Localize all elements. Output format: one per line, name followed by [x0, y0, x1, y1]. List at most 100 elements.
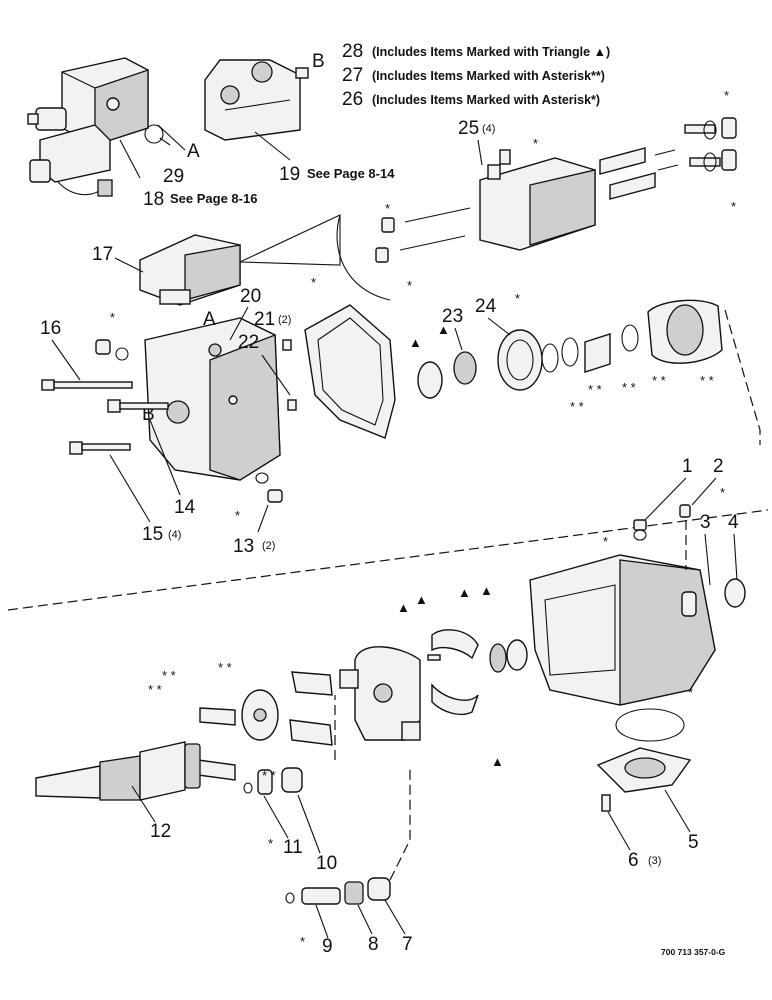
pump-control-drawing	[204, 59, 309, 141]
detail-pointer	[239, 214, 341, 266]
asterisk-9: *	[300, 934, 305, 949]
triangle-bearing-1: ▲	[409, 335, 422, 350]
asterisk-gasket: *	[311, 275, 316, 290]
valve-body-detail-drawing	[375, 117, 737, 263]
legend-27-text: (Includes Items Marked with Asterisk**)	[372, 69, 605, 83]
legend-26-number: 26	[342, 89, 363, 110]
asterisk-oring: *	[688, 685, 693, 700]
reference-18-see-page: See Page 8-16	[170, 191, 257, 206]
leader-19	[254, 131, 291, 161]
callout-3: 3	[700, 512, 711, 533]
double-asterisk-5: * *	[700, 373, 714, 388]
port-b-label-upper: B	[312, 51, 325, 72]
double-asterisk-servo-4: * *	[262, 768, 276, 783]
asterisk-2: *	[720, 485, 725, 500]
callout-20: 20	[240, 286, 261, 307]
leader-25	[477, 139, 483, 166]
callout-16: 16	[40, 318, 61, 339]
saddle-bearings-drawing	[427, 629, 528, 716]
leader-17	[114, 257, 144, 273]
drive-shaft-drawing	[35, 741, 201, 801]
port-a-label-upper: A	[187, 141, 200, 162]
plug-13	[255, 472, 283, 503]
asterisk-detail-4: *	[385, 201, 390, 216]
cylinder-spring-set-drawing	[541, 299, 723, 373]
port-block-drawing	[144, 317, 281, 481]
triangle-saddle-4: ▲	[480, 583, 493, 598]
leader-6	[607, 811, 631, 851]
bolt-16	[41, 379, 133, 391]
callout-14: 14	[174, 497, 196, 518]
callout-13-quantity: (2)	[262, 540, 275, 552]
callout-7: 7	[402, 934, 413, 955]
double-asterisk-4: * *	[652, 373, 666, 388]
leader-2	[691, 477, 717, 506]
legend-26-text: (Includes Items Marked with Asterisk*)	[372, 93, 600, 107]
leader-9	[315, 904, 329, 939]
triangle-saddle-3: ▲	[458, 585, 471, 600]
leader-5	[664, 789, 691, 833]
callout-19: 19	[279, 164, 300, 185]
pin-21	[282, 339, 292, 351]
leader-1	[644, 477, 687, 521]
servo-parts-drawing	[197, 671, 333, 795]
callout-5: 5	[688, 832, 699, 853]
leader-29	[159, 137, 171, 146]
triangle-saddle-2: ▲	[415, 592, 428, 607]
bolt-14	[107, 399, 169, 413]
leader-12	[131, 785, 156, 823]
double-asterisk-servo-2: * *	[148, 682, 162, 697]
plug-16-area	[95, 339, 129, 361]
leader-11	[263, 795, 289, 839]
leader-20	[229, 306, 249, 341]
callout-10: 10	[316, 853, 337, 874]
callout-9: 9	[322, 936, 333, 957]
leader-8	[357, 904, 373, 935]
callout-29: 29	[163, 166, 184, 187]
reference-19-see-page: See Page 8-14	[307, 166, 395, 181]
callout-4: 4	[728, 512, 739, 533]
pump-housing-drawing	[529, 504, 746, 812]
triangle-bearing-2: ▲	[437, 322, 450, 337]
leader-18	[119, 139, 141, 179]
callout-1: 1	[682, 456, 693, 477]
callout-15-quantity: (4)	[168, 529, 181, 541]
legend-28-number: 28	[342, 41, 363, 62]
callout-25-quantity: (4)	[482, 123, 495, 135]
callout-12: 12	[150, 821, 171, 842]
detail-arc	[336, 214, 391, 301]
asterisk-1: *	[603, 534, 608, 549]
callout-21-quantity: (2)	[278, 314, 291, 326]
servo-piston-drawing	[285, 877, 391, 905]
callout-22: 22	[238, 332, 259, 353]
asterisk-13: *	[235, 508, 240, 523]
legend: 28 (Includes Items Marked with Triangle …	[342, 41, 610, 110]
control-valve-drawing	[139, 234, 241, 306]
double-asterisk-2: * *	[588, 382, 602, 397]
callout-8: 8	[368, 934, 379, 955]
asterisk-detail-6: *	[515, 291, 520, 306]
dash-piston	[389, 765, 411, 881]
callout-11: 11	[283, 837, 303, 858]
leader-15	[109, 454, 151, 523]
asterisk-detail-1: *	[533, 136, 538, 151]
assembly-dash-line-2	[724, 309, 761, 445]
legend-27-number: 27	[342, 65, 363, 86]
leader-16	[51, 339, 81, 381]
asterisk-detail-3: *	[731, 199, 736, 214]
leader-14	[149, 419, 181, 496]
double-asterisk-3: * *	[622, 380, 636, 395]
callout-25: 25	[458, 118, 479, 139]
leader-4	[733, 533, 738, 581]
legend-28-text: (Includes Items Marked with Triangle ▲)	[372, 45, 610, 59]
bolt-15	[69, 441, 131, 455]
callout-6-quantity: (3)	[648, 855, 661, 867]
leader-3	[704, 533, 711, 586]
leader-port-a-upper	[157, 124, 186, 151]
triangle-saddle-5: ▲	[491, 754, 504, 769]
leader-22	[261, 354, 291, 396]
leader-10	[297, 794, 321, 854]
leader-13	[257, 504, 269, 533]
pin-22	[287, 399, 297, 411]
